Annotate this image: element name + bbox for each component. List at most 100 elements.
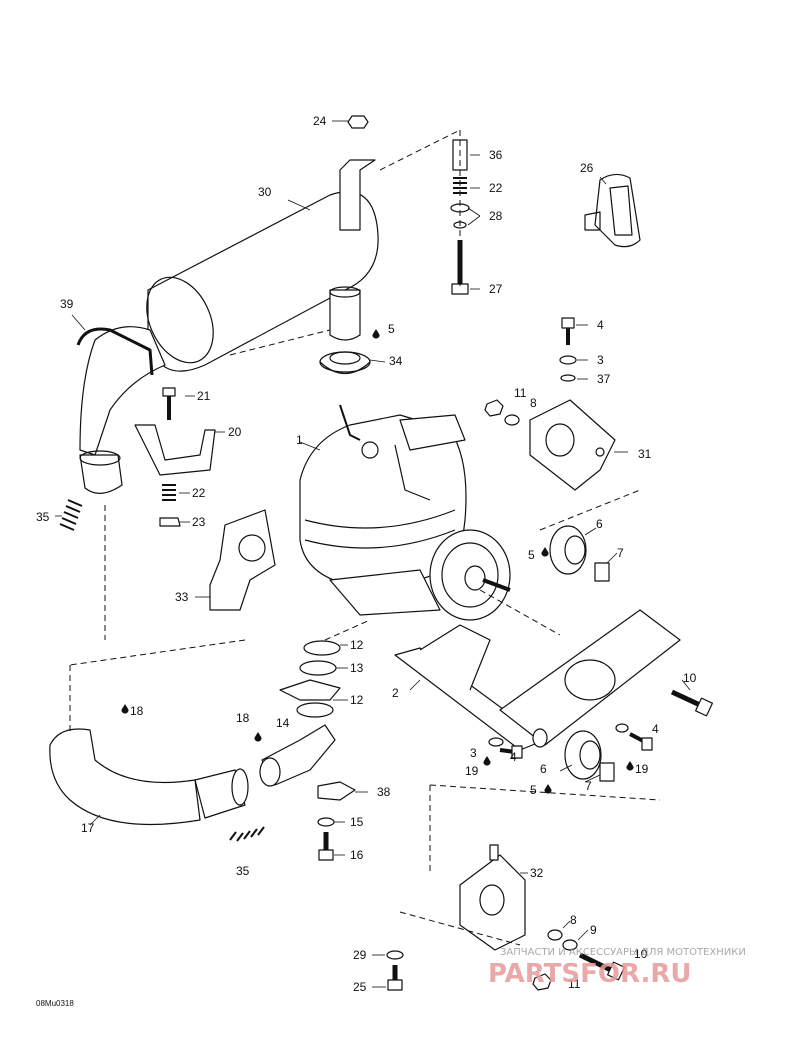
callout-11: 11 xyxy=(514,386,527,400)
callout-29: 29 xyxy=(353,948,367,962)
callout-25: 25 xyxy=(353,980,367,994)
callout-3: 3 xyxy=(470,746,477,760)
callout-3: 3 xyxy=(597,353,604,367)
callout-15: 15 xyxy=(350,815,364,829)
bolt-part-25 xyxy=(387,965,403,991)
callout-19: 19 xyxy=(465,764,479,778)
washer-part-37 xyxy=(560,374,576,382)
spacer-part-7-bottom xyxy=(599,762,615,782)
watermark-tagline: ЗАПЧАСТИ И АКСЕССУАРЫ ДЛЯ МОТОТЕХНИКИ xyxy=(500,947,746,958)
callout-10: 10 xyxy=(683,671,697,685)
callout-31: 31 xyxy=(638,447,652,461)
washer-part-9 xyxy=(562,939,578,951)
callout-14: 14 xyxy=(276,716,290,730)
callout-13: 13 xyxy=(350,661,364,675)
callout-24: 24 xyxy=(313,114,327,128)
assembly-dashed-lines xyxy=(69,129,661,946)
spring-part-22-left xyxy=(162,484,176,501)
callout-38: 38 xyxy=(377,785,391,799)
callout-36: 36 xyxy=(489,148,503,162)
exhaust-pipe-part-17 xyxy=(49,728,249,826)
callout-11: 11 xyxy=(568,977,581,991)
callout-9: 9 xyxy=(590,923,597,937)
washer-part-3-top xyxy=(559,355,577,365)
callout-7: 7 xyxy=(617,546,624,560)
callout-6: 6 xyxy=(596,517,603,531)
callout-12: 12 xyxy=(350,638,364,652)
callout-1: 1 xyxy=(296,433,303,447)
rear-mount-part-32 xyxy=(459,844,526,951)
callout-7: 7 xyxy=(585,779,592,793)
callout-33: 33 xyxy=(175,590,189,604)
support-frame-part-2 xyxy=(394,609,681,751)
callout-30: 30 xyxy=(258,185,272,199)
manifold-part-14 xyxy=(259,724,336,787)
callout-8: 8 xyxy=(530,396,537,410)
nut-part-24 xyxy=(347,115,369,129)
callout-4: 4 xyxy=(510,750,517,764)
callout-4: 4 xyxy=(652,722,659,736)
callout-18: 18 xyxy=(236,711,250,725)
bolt-part-16 xyxy=(318,832,334,861)
callout-12: 12 xyxy=(350,693,364,707)
callout-19: 19 xyxy=(635,762,649,776)
nut-part-11-top xyxy=(484,399,504,417)
nut-part-11-bottom xyxy=(532,973,552,991)
callout-10: 10 xyxy=(634,947,648,961)
callout-leader-lines xyxy=(55,120,691,988)
washer-part-15 xyxy=(317,817,335,827)
exhaust-gaskets-part-12-13 xyxy=(279,640,341,718)
callout-5: 5 xyxy=(530,783,537,797)
washer-part-3-right xyxy=(615,723,629,733)
callout-5: 5 xyxy=(388,322,395,336)
isolator-part-6-bottom xyxy=(564,730,602,780)
bolt-part-4-right xyxy=(629,732,653,751)
callout-37: 37 xyxy=(597,372,611,386)
spring-part-35-bottom xyxy=(229,826,265,842)
callout-4: 4 xyxy=(597,318,604,332)
heat-shield-part-33 xyxy=(209,509,276,611)
watermark: ЗАПЧАСТИ И АКСЕССУАРЫ ДЛЯ МОТОТЕХНИКИ PA… xyxy=(488,947,746,989)
callout-6: 6 xyxy=(540,762,547,776)
callout-2: 2 xyxy=(392,686,399,700)
callout-23: 23 xyxy=(192,515,206,529)
callout-28: 28 xyxy=(489,209,503,223)
washer-part-8-bottom xyxy=(547,929,563,941)
engine-part-1 xyxy=(299,404,511,621)
callout-20: 20 xyxy=(228,425,242,439)
sealant-drop-icons xyxy=(121,329,634,794)
drawing-code: 08Mu0318 xyxy=(36,999,74,1008)
heat-shield-hole xyxy=(238,534,266,562)
callout-22: 22 xyxy=(192,486,206,500)
bolt-part-10-bottom xyxy=(578,952,625,981)
bracket-part-20 xyxy=(134,424,216,476)
callout-27: 27 xyxy=(489,282,503,296)
callout-21: 21 xyxy=(197,389,211,403)
bolt-part-4-left xyxy=(499,745,523,759)
callout-34: 34 xyxy=(389,354,403,368)
callout-16: 16 xyxy=(350,848,364,862)
callout-26: 26 xyxy=(580,161,594,175)
nut-part-23 xyxy=(159,517,181,527)
grommet-part-34 xyxy=(319,351,371,375)
bracket-part-38 xyxy=(317,781,356,801)
washer-part-8-top xyxy=(504,414,520,426)
bolt-part-4-top xyxy=(561,317,575,345)
watermark-logo: PARTSFOR.RU xyxy=(488,959,691,989)
callout-22: 22 xyxy=(489,181,503,195)
wire-part-39 xyxy=(76,327,154,376)
mount-part-31 xyxy=(529,399,616,491)
callout-35: 35 xyxy=(36,510,50,524)
callout-8: 8 xyxy=(570,913,577,927)
callout-17: 17 xyxy=(81,821,95,835)
handle-part-26 xyxy=(584,173,641,248)
spring-part-35-top xyxy=(59,499,83,531)
isolator-part-6-top xyxy=(549,525,587,575)
washer-part-3-bottom xyxy=(488,737,504,747)
callout-labels: 1 2 3 3 4 4 4 5 5 5 6 6 7 7 8 8 9 10 10 … xyxy=(36,114,697,994)
spacer-part-7-top xyxy=(594,562,610,582)
muffler-part-30 xyxy=(79,159,379,494)
callout-32: 32 xyxy=(530,866,544,880)
callout-18: 18 xyxy=(130,704,144,718)
